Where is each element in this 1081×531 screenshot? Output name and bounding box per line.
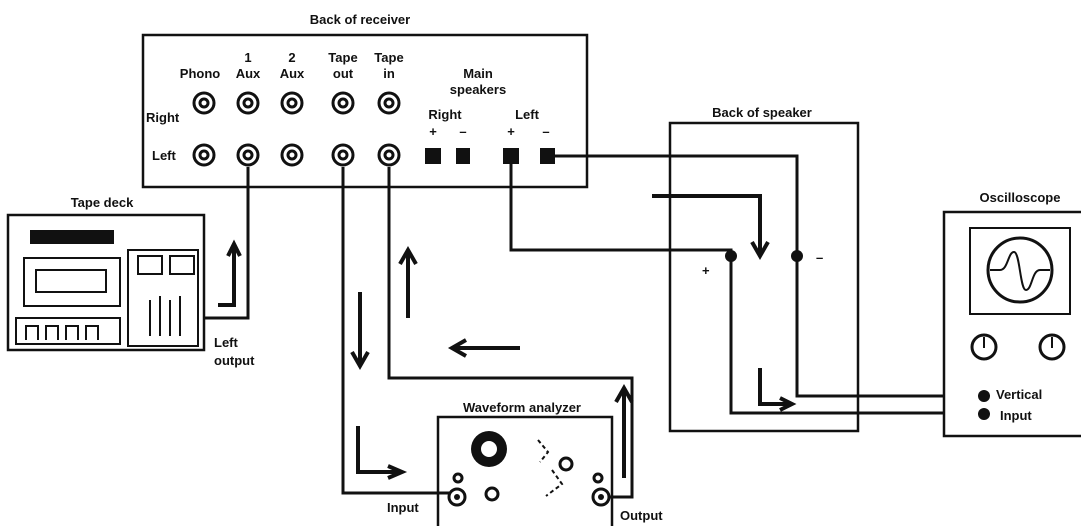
analyzer-body <box>436 415 614 531</box>
vertical-input-jack-upper <box>978 390 990 402</box>
label-phono: Phono <box>180 66 220 81</box>
jack-center <box>286 149 298 161</box>
receiver: Back of receiver Phono 1 Aux 2 Aux Tape … <box>141 12 589 189</box>
vu-meter-right <box>169 255 195 275</box>
label-aux2: Aux <box>280 66 305 81</box>
transport-buttons <box>15 317 121 345</box>
tape-deck-display <box>30 230 114 244</box>
jack-center <box>337 97 349 109</box>
arrow-up-tape-in <box>398 245 418 318</box>
analyzer-title: Waveform analyzer <box>463 400 581 415</box>
label-aux2-number: 2 <box>288 50 295 65</box>
terminal-right-plus <box>425 148 441 164</box>
jack-center <box>198 97 210 109</box>
left-jack-row <box>192 143 401 167</box>
jack-center <box>198 149 210 161</box>
jack-center <box>383 97 395 109</box>
speaker-minus-label: – <box>816 250 823 265</box>
cassette-window <box>35 269 107 293</box>
tape-deck: Tape deck Left output <box>6 167 255 368</box>
label-left-output-2: output <box>214 353 255 368</box>
arrow-down-tape-out <box>350 292 370 371</box>
analyzer-small-light <box>592 472 604 484</box>
jack-center <box>454 494 460 500</box>
waveform-trace <box>990 250 1050 292</box>
speaker-plus-label: + <box>702 263 710 278</box>
level-sliders <box>149 296 181 336</box>
label-analyzer-input: Input <box>387 500 419 515</box>
arrow-up-output <box>614 383 634 478</box>
jack-center <box>337 149 349 161</box>
label-speaker-right: Right <box>428 107 462 122</box>
transport-button-keys <box>25 325 99 340</box>
speaker-title: Back of speaker <box>712 105 812 120</box>
jack-center <box>286 97 298 109</box>
waveform-analyzer: Waveform analyzer Input Output <box>341 167 663 531</box>
arrow-up-aux <box>218 239 242 307</box>
label-speaker-left: Left <box>515 107 540 122</box>
analyzer-graphic <box>537 439 564 497</box>
scope-screen-frame <box>969 227 1071 315</box>
tape-deck-title: Tape deck <box>71 195 134 210</box>
analyzer-indicator <box>558 456 574 472</box>
label-tape-out-2: out <box>333 66 354 81</box>
jack-center <box>242 149 254 161</box>
jack-center <box>383 149 395 161</box>
wire-tape-out-to-analyzer <box>341 167 449 495</box>
label-speakers: speakers <box>450 82 506 97</box>
terminal-right-minus <box>456 148 470 164</box>
terminal-left-minus <box>540 148 555 164</box>
receiver-title: Back of receiver <box>310 12 410 27</box>
label-left-row: Left <box>152 148 177 163</box>
label-analyzer-output: Output <box>620 508 663 523</box>
label-left-plus: + <box>507 124 515 139</box>
junction-minus <box>791 250 803 262</box>
arrow-right-speaker <box>758 368 797 412</box>
label-tape-in-2: in <box>383 66 395 81</box>
speaker: Back of speaker – + <box>509 105 980 433</box>
analyzer-dial-center <box>479 439 499 459</box>
label-left-minus: – <box>542 124 549 139</box>
jack-center <box>242 97 254 109</box>
wire-tape-deck-to-aux1 <box>204 167 250 320</box>
analyzer-small-light <box>452 472 464 484</box>
label-right-row: Right <box>146 110 180 125</box>
oscilloscope: Oscilloscope Vertical Input <box>942 190 1081 438</box>
arrow-down-speaker <box>652 194 770 261</box>
cassette-door <box>23 257 121 307</box>
label-tape-out-1: Tape <box>328 50 357 65</box>
meter-panel <box>127 249 199 347</box>
label-aux1: Aux <box>236 66 261 81</box>
label-tape-in-1: Tape <box>374 50 403 65</box>
wire-minus-to-scope <box>555 154 980 398</box>
label-input: Input <box>1000 408 1032 423</box>
arrow-right-input <box>356 426 408 480</box>
jack-center <box>598 494 604 500</box>
label-vertical: Vertical <box>996 387 1042 402</box>
terminal-left-plus <box>503 148 519 164</box>
label-right-minus: – <box>459 124 466 139</box>
junction-plus <box>725 250 737 262</box>
wire-analyzer-to-tape-in <box>387 167 634 499</box>
vertical-input-jack-lower <box>978 408 990 420</box>
analyzer-center-jack <box>484 486 500 502</box>
vu-meter-left <box>137 255 163 275</box>
label-main: Main <box>463 66 493 81</box>
speaker-panel <box>668 121 860 433</box>
label-right-plus: + <box>429 124 437 139</box>
label-aux1-number: 1 <box>244 50 251 65</box>
arrow-left-return <box>447 338 520 358</box>
label-left-output-1: Left <box>214 335 239 350</box>
right-jack-row <box>192 91 401 115</box>
oscilloscope-title: Oscilloscope <box>980 190 1061 205</box>
